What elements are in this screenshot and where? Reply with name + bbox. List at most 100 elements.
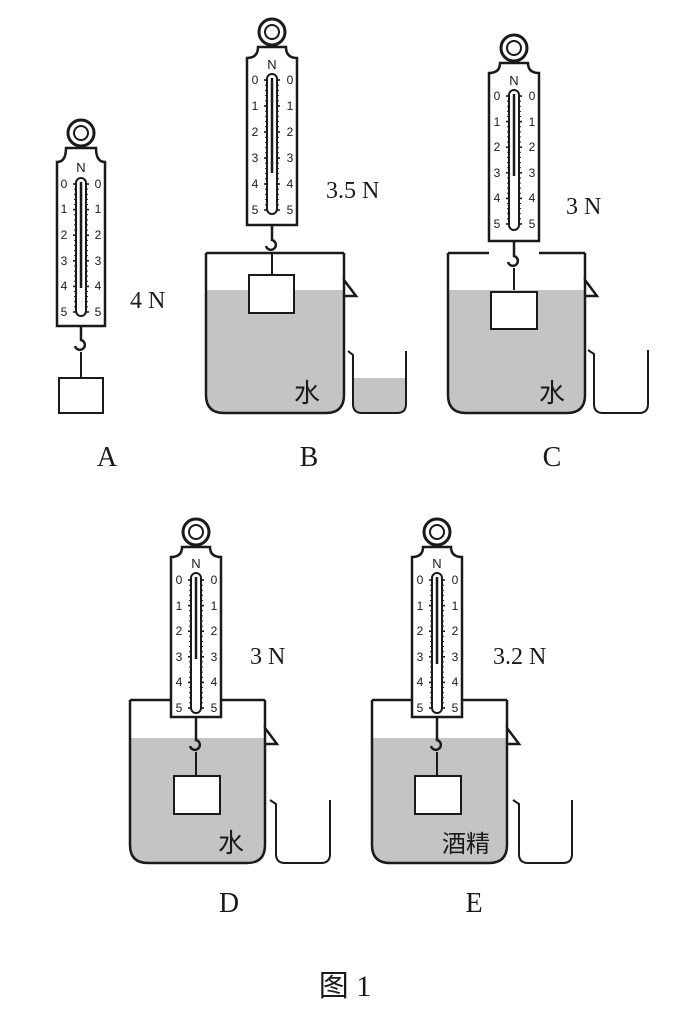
- tick-label: 1: [417, 599, 424, 613]
- collecting-beaker: [512, 799, 573, 864]
- tick-label: 2: [211, 624, 218, 638]
- liquid-label: 水: [539, 379, 565, 408]
- water-liquid: [206, 290, 344, 413]
- tick-label: 1: [529, 115, 536, 129]
- tick-label: 1: [494, 115, 501, 129]
- panel-d: N 0 1 2 3 4 5 0 1 2 3 4 5 3 N: [128, 517, 331, 919]
- tick-label: 5: [417, 701, 424, 715]
- overflow-can: [204, 251, 359, 415]
- tick-label: 3: [95, 254, 102, 268]
- tick-label: 4: [95, 279, 102, 293]
- overflow-can-outline: [370, 700, 522, 865]
- tick-labels-left: 0 1 2 3 4 5: [176, 573, 183, 715]
- spring-scale: N 0 1 2 3 4 5 0 1 2 3 4 5: [169, 517, 223, 776]
- hook-icon: [506, 241, 520, 268]
- hanging-ring-inner-icon: [188, 524, 204, 540]
- tick-label: 2: [95, 228, 102, 242]
- unit-letter: N: [509, 73, 518, 88]
- tick-label: 5: [95, 305, 102, 319]
- tick-label: 0: [417, 573, 424, 587]
- scale-reading: 3.5 N: [326, 178, 379, 204]
- tick-label: 1: [252, 99, 259, 113]
- tick-labels-right: 0 1 2 3 4 5: [452, 573, 459, 715]
- tick-label: 1: [287, 99, 294, 113]
- tick-label: 1: [452, 599, 459, 613]
- tick-label: 4: [252, 177, 259, 191]
- hanging-ring-icon: [181, 517, 211, 547]
- tick-label: 0: [95, 177, 102, 191]
- tick-label: 4: [287, 177, 294, 191]
- tick-label: 3: [61, 254, 68, 268]
- metal-block: [248, 274, 295, 314]
- tick-marks: [73, 183, 89, 313]
- metal-block: [58, 377, 104, 414]
- tick-marks: [188, 579, 204, 709]
- tick-label: 3: [176, 650, 183, 664]
- tick-labels-left: 0 1 2 3 4 5: [494, 89, 501, 231]
- tick-label: 0: [287, 73, 294, 87]
- panel-b: N 0 1 2 3 4 5 0 1 2 3 4 5 3.5 N: [204, 17, 407, 473]
- tick-label: 1: [211, 599, 218, 613]
- tick-labels-right: 0 1 2 3 4 5: [529, 89, 536, 231]
- collecting-beaker: [587, 349, 649, 414]
- tick-label: 2: [176, 624, 183, 638]
- beaker-outline: [347, 350, 407, 414]
- hook-icon: [188, 717, 202, 752]
- tick-label: 5: [61, 305, 68, 319]
- collecting-beaker: [347, 350, 407, 414]
- water-liquid: [448, 290, 585, 413]
- tick-label: 5: [494, 217, 501, 231]
- tick-label: 2: [417, 624, 424, 638]
- panel-label: D: [219, 888, 239, 919]
- tick-label: 2: [494, 140, 501, 154]
- hanging-ring-inner-icon: [264, 24, 280, 40]
- tick-label: 3: [287, 151, 294, 165]
- collecting-beaker: [269, 799, 331, 864]
- panel-label: C: [543, 442, 562, 473]
- tick-label: 3: [529, 166, 536, 180]
- unit-letter: N: [76, 160, 85, 175]
- panel-label: B: [300, 442, 319, 473]
- tick-label: 5: [252, 203, 259, 217]
- overflow-can-outline: [446, 253, 600, 415]
- overflow-can: [446, 251, 600, 415]
- hanging-ring-inner-icon: [429, 524, 445, 540]
- tick-labels-right: 0 1 2 3 4 5: [287, 73, 294, 217]
- panel-label: E: [465, 888, 482, 919]
- tick-label: 4: [211, 675, 218, 689]
- beaker-outline: [587, 349, 649, 414]
- tick-marks: [506, 95, 522, 225]
- tick-label: 5: [211, 701, 218, 715]
- hanging-ring-inner-icon: [73, 125, 89, 141]
- tick-labels-left: 0 1 2 3 4 5: [252, 73, 259, 217]
- tick-labels-left: 0 1 2 3 4 5: [417, 573, 424, 715]
- tick-label: 4: [452, 675, 459, 689]
- tick-label: 3: [494, 166, 501, 180]
- panel-label: A: [97, 442, 118, 473]
- tick-label: 2: [529, 140, 536, 154]
- liquid-label: 酒精: [442, 831, 490, 858]
- beaker-outline: [269, 799, 331, 864]
- tick-label: 5: [287, 203, 294, 217]
- tick-label: 0: [176, 573, 183, 587]
- tick-label: 5: [452, 701, 459, 715]
- tick-label: 1: [176, 599, 183, 613]
- metal-block: [490, 291, 538, 330]
- tick-label: 2: [287, 125, 294, 139]
- scale-reading: 3 N: [566, 194, 601, 220]
- tick-label: 3: [211, 650, 218, 664]
- spring-scale: N 0 1 2 3 4 5 0 1 2 3 4 5: [245, 17, 299, 275]
- unit-letter: N: [191, 556, 200, 571]
- tick-label: 2: [452, 624, 459, 638]
- spring-scale: N 0 1 2 3 4 5 0 1 2 3 4 5: [410, 517, 464, 776]
- hanging-ring-icon: [66, 118, 96, 148]
- tick-label: 4: [417, 675, 424, 689]
- liquid-label: 水: [218, 829, 244, 858]
- overflow-can-outline: [204, 253, 359, 415]
- tick-label: 3: [452, 650, 459, 664]
- metal-block: [414, 775, 462, 815]
- metal-block: [173, 775, 221, 815]
- hook-icon: [429, 717, 443, 752]
